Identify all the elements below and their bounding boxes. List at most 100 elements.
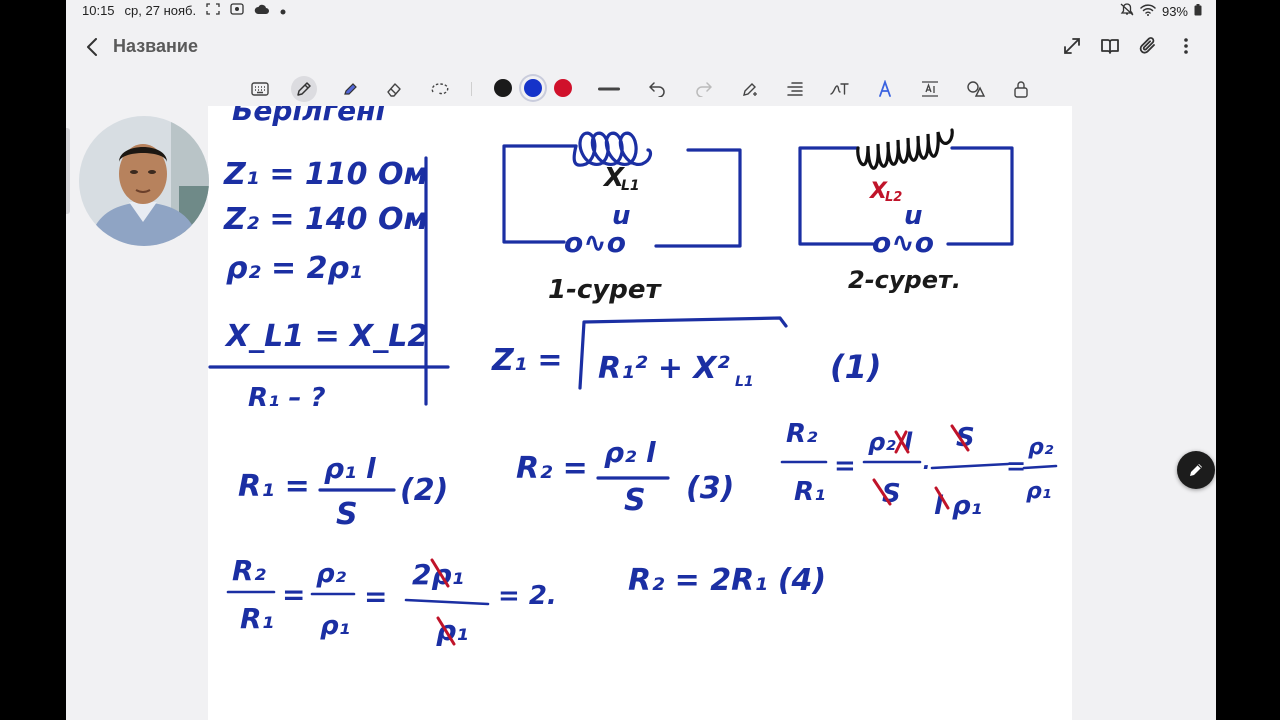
row3-bar-c <box>404 598 490 606</box>
given-z2: Z₂ = 140 Ом <box>223 202 428 237</box>
highlighter-tool[interactable] <box>337 76 363 102</box>
eraser-icon <box>387 83 401 97</box>
color-red[interactable] <box>554 79 572 97</box>
eq2-top: ρ₁ l <box>324 452 376 485</box>
source2: o∿o <box>872 226 934 259</box>
more-vertical-icon <box>1184 38 1188 54</box>
ratio-end-top: ρ₂ <box>1028 435 1054 460</box>
text-box-button[interactable] <box>917 76 943 102</box>
coil1-label-sub: L1 <box>621 178 640 194</box>
color-black[interactable] <box>494 79 512 97</box>
ratio-bar-3 <box>930 462 1010 470</box>
fullscreen-button[interactable] <box>1062 34 1082 58</box>
keyboard-button[interactable] <box>247 76 273 102</box>
title-bar: Название <box>66 24 1216 70</box>
eq4: R₂ = 2R₁ (4) <box>628 563 826 598</box>
attach-button[interactable] <box>1138 34 1158 58</box>
pencil-icon <box>1190 464 1202 476</box>
row3-b-top: ρ₂ <box>316 559 347 589</box>
ratio-eq-1: = <box>834 451 856 481</box>
eq3-number: (3) <box>686 471 734 506</box>
battery-percent: 93% <box>1161 3 1188 19</box>
pen-settings-icon <box>743 83 757 96</box>
paperclip-icon <box>1139 37 1155 54</box>
cloud-icon <box>254 3 270 18</box>
screen-record-icon <box>230 3 244 18</box>
back-button[interactable] <box>80 34 104 60</box>
coil2-label: X <box>868 179 888 204</box>
eq1-left: Z₁ = <box>491 343 562 378</box>
presenter-avatar <box>79 116 209 246</box>
lock-button[interactable] <box>1008 76 1034 102</box>
mute-icon <box>1120 3 1134 19</box>
source2-u: u <box>904 201 923 231</box>
redo-button[interactable] <box>691 76 717 102</box>
ratio-end-bottom: ρ₁ <box>1026 479 1051 504</box>
shapes-button[interactable] <box>963 76 989 102</box>
book-icon <box>1101 39 1119 54</box>
source1: o∿o <box>564 226 626 259</box>
row3-cancel-marks <box>430 558 456 646</box>
ratio-dot: · <box>922 455 930 479</box>
ratio-bottom: R₁ <box>794 477 825 507</box>
eq3-top: ρ₂ l <box>604 436 656 469</box>
redo-icon <box>696 82 712 97</box>
lock-icon <box>1014 81 1028 98</box>
circuit2-wires <box>798 146 1014 246</box>
text-style-button[interactable] <box>872 76 898 102</box>
reading-mode-button[interactable] <box>1100 34 1120 58</box>
ratio-eq-2: = <box>1006 452 1026 480</box>
more-button[interactable] <box>1176 34 1196 58</box>
note-title[interactable]: Название <box>113 36 198 56</box>
toolbar-divider <box>471 82 472 96</box>
highlighter-icon <box>344 83 357 95</box>
shapes-icon <box>967 81 986 97</box>
ratio-top: R₂ <box>786 419 818 449</box>
eq1-number: (1) <box>830 348 882 386</box>
eraser-tool[interactable] <box>381 76 407 102</box>
text-style-icon <box>879 80 891 97</box>
lasso-icon <box>431 83 449 95</box>
coil2 <box>856 128 954 170</box>
given-z1: Z₁ = 110 Ом <box>223 157 428 192</box>
text-convert-icon <box>830 83 849 95</box>
row3-eq-1: = <box>282 578 305 611</box>
eq1-radicand-sub: L1 <box>735 374 754 390</box>
color-blue[interactable] <box>524 79 542 97</box>
row3-eq-2: = <box>364 580 387 613</box>
pen-tool[interactable] <box>291 76 317 102</box>
eq1-radical <box>578 316 788 390</box>
screenshot-icon <box>206 3 220 18</box>
sidebar-handle[interactable] <box>66 128 70 214</box>
align-button[interactable] <box>782 76 808 102</box>
row3-c-top: 2ρ₁ <box>412 558 464 591</box>
text-box-icon <box>922 81 938 97</box>
drawing-toolbar <box>66 72 1216 106</box>
text-convert-button[interactable] <box>826 76 852 102</box>
row3-a-bottom: R₁ <box>240 602 274 635</box>
align-icon <box>787 82 803 96</box>
eq3-bottom: S <box>624 483 646 518</box>
eq2-bottom: S <box>336 497 358 532</box>
stroke-width-button[interactable] <box>596 76 622 102</box>
pen-settings-button[interactable] <box>737 76 763 102</box>
ratio-right-top: S <box>956 423 975 453</box>
undo-button[interactable] <box>644 76 670 102</box>
circuit1-wires <box>502 144 742 248</box>
source1-u: u <box>612 201 631 231</box>
status-bar: 10:15 ср, 27 нояб. 93% <box>66 0 1216 22</box>
undo-icon <box>649 82 665 97</box>
note-canvas[interactable]: Берілгені Z₁ = 110 Ом Z₂ = 140 Ом ρ₂ = 2… <box>208 94 1072 720</box>
eq1-radicand: R₁² + X² <box>598 351 730 386</box>
row3-b-bottom: ρ₁ <box>320 611 350 641</box>
find-r1: R₁ – ? <box>248 383 326 413</box>
fig1-label: 1-сурет <box>548 275 662 305</box>
keyboard-icon <box>251 82 269 96</box>
pen-fab-button[interactable] <box>1177 451 1215 489</box>
dot-icon <box>280 3 286 18</box>
date: ср, 27 нояб. <box>124 3 197 18</box>
webcam-overlay <box>79 116 209 246</box>
coil2-label-sub: L2 <box>885 190 902 205</box>
ratio-bar-4 <box>1022 464 1058 470</box>
lasso-tool[interactable] <box>427 76 453 102</box>
